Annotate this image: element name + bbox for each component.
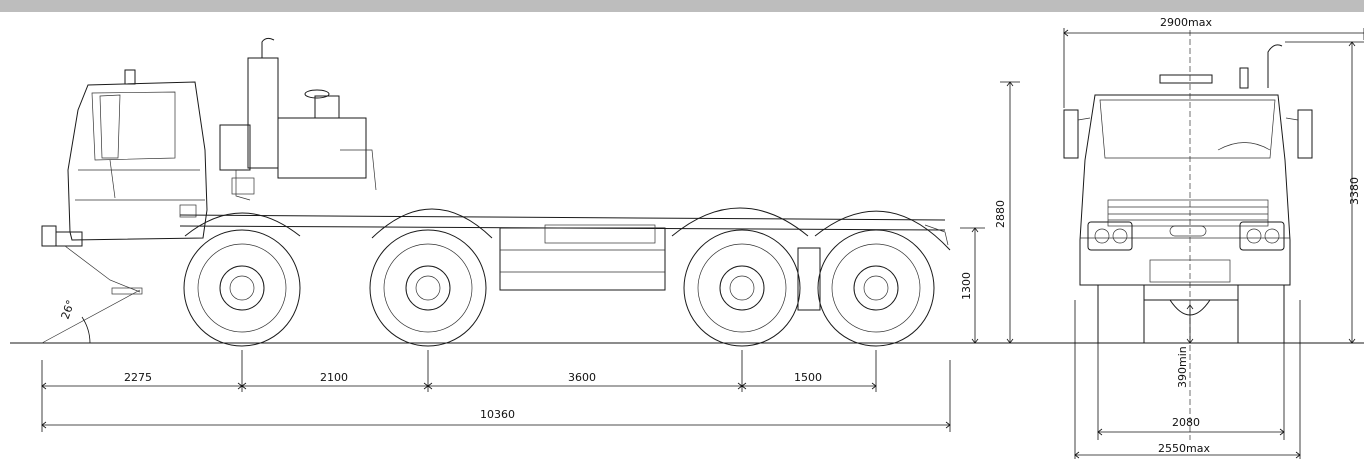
wheel-4 [817,229,935,347]
dim-ground-clearance: 390min [1176,346,1189,388]
dim-track-width: 2080 [1172,416,1200,429]
dim-overall-height: 3380 [1348,177,1361,205]
length-dimension-lines [41,350,951,432]
dim-wheelbase-1-2: 2100 [320,371,348,384]
dim-front-overhang: 2275 [124,371,152,384]
dim-frame-height: 1300 [960,272,973,300]
front-view: 2900max 3380 390min 2080 2550max [1063,16,1364,459]
approach-angle-label: 26° [59,298,78,321]
top-bar [0,0,1364,12]
dim-wheelbase-3-4: 1500 [794,371,822,384]
cab-front [1079,44,1291,286]
dim-body-width: 2550max [1158,442,1210,455]
approach-angle [41,289,141,344]
headlights [1087,221,1285,251]
mirrors [1063,109,1313,159]
front-dimension-lines [1063,28,1364,459]
cab-side [67,69,208,241]
wheel-3 [683,229,801,347]
wheel-1 [183,229,301,347]
dim-mirror-width: 2900max [1160,16,1212,29]
wheel-2 [369,229,487,347]
front-axle [1097,259,1285,344]
dim-overall-length: 10360 [480,408,515,421]
engine-assembly [219,37,377,201]
chassis-frame [179,207,951,311]
dim-wheelbase-2-3: 3600 [568,371,596,384]
height-dimension-lines [960,81,1020,344]
front-bumper [41,225,143,295]
dim-cab-height: 2880 [994,200,1007,228]
side-view: 26° 2275 2100 3600 1500 10360 [41,37,1020,432]
